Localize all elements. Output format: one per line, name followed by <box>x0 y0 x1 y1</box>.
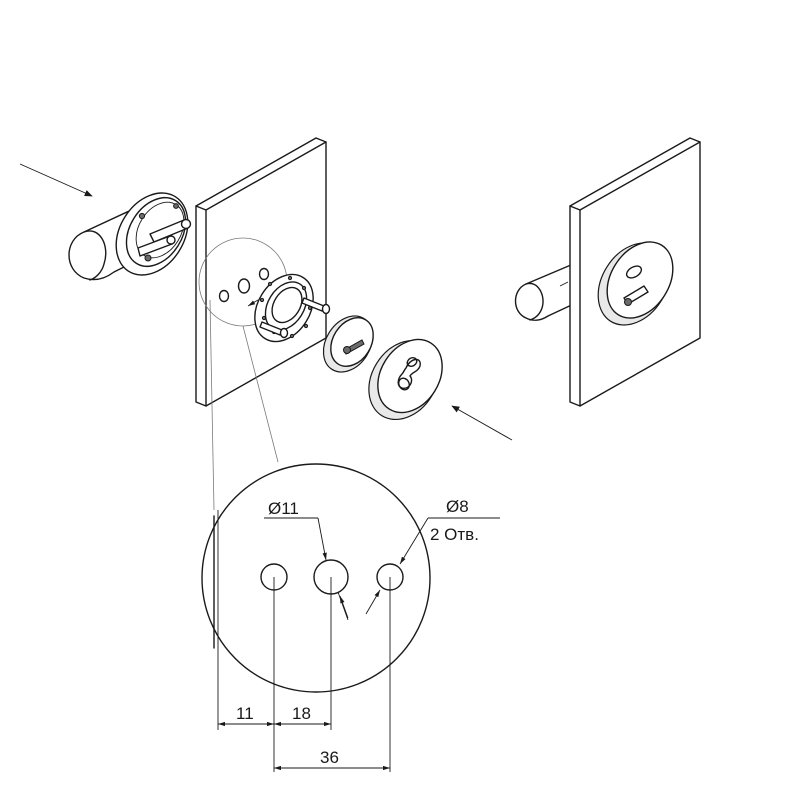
center-offset-label: 18 <box>292 704 311 723</box>
cover-rosette <box>368 338 443 421</box>
insert-arrow-left <box>19 163 93 197</box>
lever-handle-assembled <box>514 261 579 321</box>
detail-circle <box>201 463 431 693</box>
dimension-center-hole: Ø11 <box>264 499 349 621</box>
center-hole-diameter-label: Ø11 <box>268 499 299 518</box>
dimension-offsets: 11 18 <box>218 704 331 727</box>
edge-offset-label: 11 <box>236 704 254 723</box>
dimension-side-holes: Ø8 2 Отв. <box>365 497 500 615</box>
dimension-spacing: 36 <box>274 748 390 771</box>
detail-leader <box>209 299 279 511</box>
turn-disc <box>322 315 374 373</box>
side-hole-count-label: 2 Отв. <box>430 525 479 544</box>
assembled-view <box>514 137 701 407</box>
side-hole-diameter-label: Ø8 <box>446 497 469 516</box>
mounting-ring <box>254 273 331 343</box>
side-spacing-label: 36 <box>320 748 339 767</box>
door-panel-left <box>195 137 327 407</box>
cover-rosette-assembled <box>597 241 674 326</box>
hole-pattern-detail: Ø11 Ø8 2 Отв. 11 18 36 <box>201 463 500 772</box>
rosette-back <box>115 192 192 276</box>
exploded-assembly <box>19 137 513 441</box>
insert-arrow-right <box>451 405 513 441</box>
